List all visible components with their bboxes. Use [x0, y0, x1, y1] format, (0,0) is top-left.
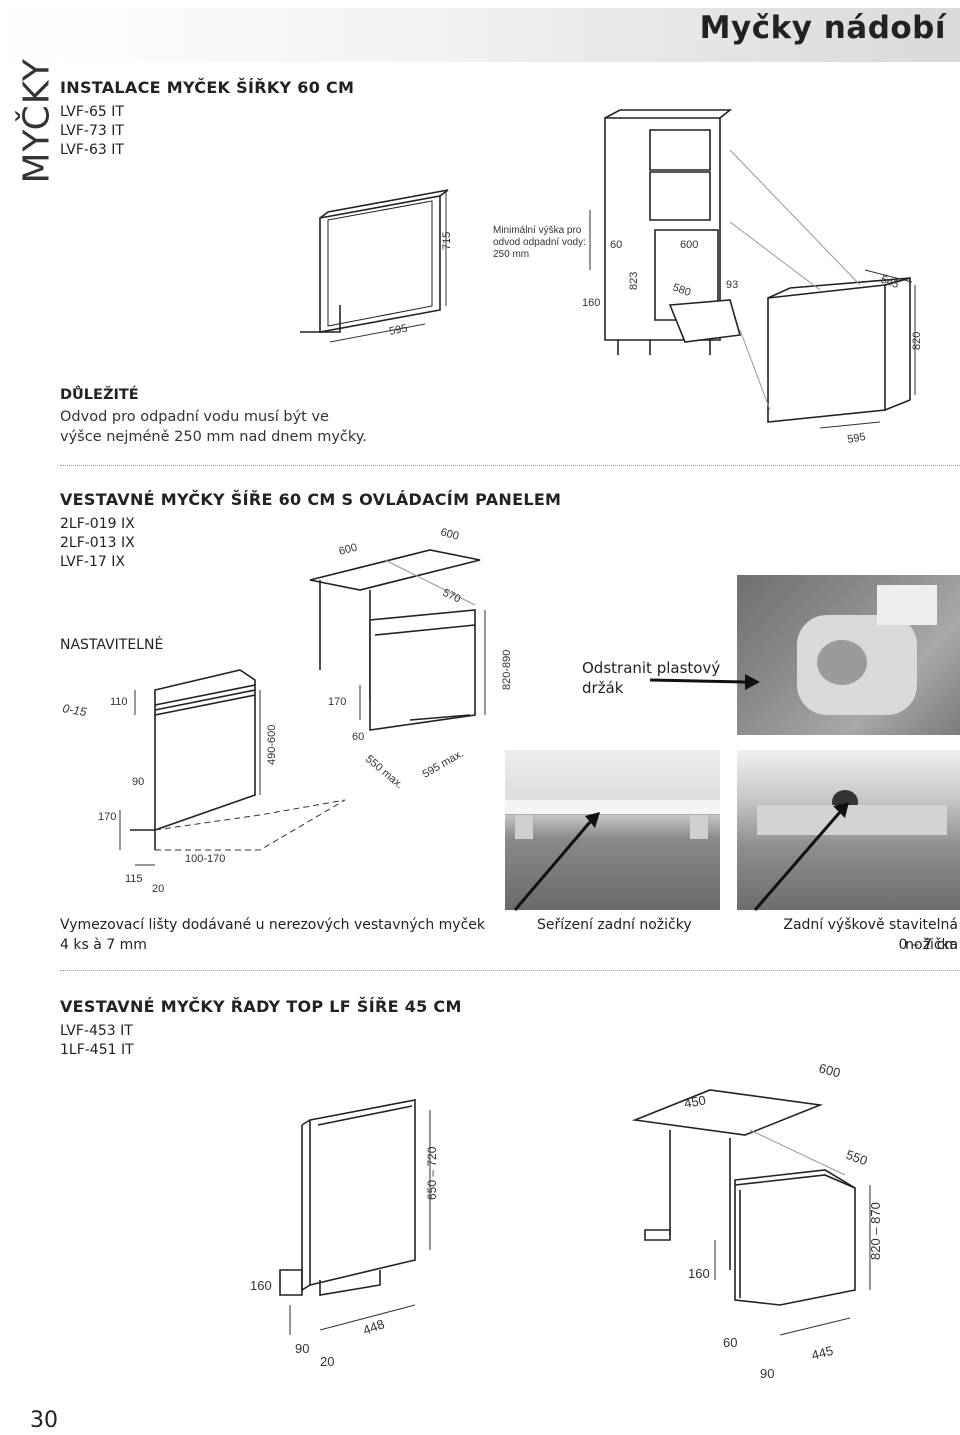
- dim-600: 600: [680, 239, 698, 251]
- dim-160a: 160: [250, 1278, 272, 1293]
- photo-rear-height-foot: [737, 750, 960, 910]
- dim-490-600: 490-600: [266, 725, 278, 765]
- dim-60: 60: [610, 239, 622, 251]
- dim-550: 550: [844, 1147, 870, 1169]
- dim-545: 545: [879, 274, 900, 292]
- built-in-panel-diagram: 600 600 570 170 60 550 max. 595 max. 820…: [309, 526, 513, 791]
- dim-820: 820: [911, 332, 923, 350]
- dim-600a: 600: [338, 542, 359, 558]
- dim-93: 93: [726, 279, 738, 291]
- section1-model-1: LVF-65 IT: [60, 104, 124, 120]
- photo-rear-foot-adjustment: [505, 750, 720, 910]
- rear-height-arrow: [753, 802, 849, 911]
- section1-title: INSTALACE MYČEK ŠÍŘKY 60 CM: [60, 78, 355, 97]
- dim-170a: 170: [98, 811, 116, 823]
- caption-strips-line-2: 4 ks à 7 mm: [60, 937, 147, 953]
- dim-600-s3: 600: [817, 1060, 842, 1080]
- section2-model-3: LVF-17 IX: [60, 554, 125, 570]
- page-number: 30: [30, 1408, 58, 1433]
- dim-600b: 600: [439, 526, 460, 542]
- caption-rear-height-line-1: Zadní výškově stavitelná nožička: [783, 917, 958, 953]
- header-gradient-bar: [0, 8, 960, 62]
- photo-label-line-1: Odstranit plastový: [582, 659, 721, 677]
- dim-820-870: 820 – 870: [868, 1202, 883, 1260]
- dim-20-s3: 20: [320, 1354, 334, 1369]
- section2-model-2: 2LF-013 IX: [60, 535, 135, 551]
- dim-580: 580: [671, 282, 692, 300]
- dim-820-890: 820-890: [501, 650, 513, 690]
- dim-595: 595: [846, 431, 866, 446]
- header-band: Myčky nádobí: [0, 0, 960, 62]
- drain-note-line-3: 250 mm: [493, 249, 529, 260]
- section2-title: VESTAVNÉ MYČKY ŠÍŘE 60 CM S OVLÁDACÍM PA…: [60, 490, 562, 509]
- section3-model-2: 1LF-451 IT: [60, 1042, 134, 1058]
- installation-60cm-diagram: 715 595 Minimální výška pro odvod odpadn…: [300, 109, 923, 446]
- caption-rear-foot: Seřízení zadní nožičky: [537, 917, 692, 933]
- dim-570: 570: [441, 587, 463, 606]
- rear-foot-arrow: [513, 812, 600, 911]
- dim-90b: 90: [760, 1366, 774, 1381]
- side-section-label: MYČKY: [16, 57, 58, 184]
- section1-model-2: LVF-73 IT: [60, 123, 124, 139]
- page-title: Myčky nádobí: [699, 10, 946, 46]
- important-note-line-1: Odvod pro odpadní vodu musí být ve: [60, 409, 329, 425]
- dim-595-max: 595 max.: [421, 748, 466, 781]
- dim-110: 110: [110, 696, 128, 708]
- dim-160: 160: [582, 297, 600, 309]
- top-lf-45-door-diagram: 650 – 720 160 448 90 20: [250, 1099, 439, 1369]
- dim-595-door: 595: [388, 322, 408, 338]
- section-divider-2: [60, 970, 960, 971]
- drain-note-line-1: Minimální výška pro: [493, 225, 582, 236]
- important-note-line-2: výšce nejméně 250 mm nad dnem myčky.: [60, 429, 367, 445]
- top-lf-45-cabinet-diagram: 450 600 550 820 – 870 160 60 90 445: [631, 1060, 883, 1381]
- section3-model-1: LVF-453 IT: [60, 1023, 133, 1039]
- dim-448: 448: [361, 1316, 387, 1338]
- dim-100-170: 100-170: [185, 853, 225, 865]
- drain-note-line-2: odvod odpadní vody:: [493, 237, 586, 248]
- important-note-title: DŮLEŽITÉ: [60, 387, 139, 403]
- dim-20: 20: [152, 883, 164, 895]
- photo-label-line-2: držák: [582, 679, 624, 697]
- dim-170b: 170: [328, 696, 346, 708]
- dim-715: 715: [441, 232, 453, 250]
- section3-title: VESTAVNÉ MYČKY ŘADY TOP LF ŠÍŘE 45 CM: [60, 997, 462, 1016]
- dim-60-s2: 60: [352, 731, 364, 743]
- dim-90: 90: [132, 776, 144, 788]
- photo-label-arrow: [649, 674, 760, 690]
- dim-445: 445: [810, 1343, 835, 1363]
- dim-160b: 160: [688, 1266, 710, 1281]
- dim-0-15: 0-15: [61, 701, 87, 719]
- dim-450: 450: [683, 1092, 707, 1111]
- caption-rear-height-line-2: 0 – 7 cm: [898, 937, 959, 953]
- section2-model-1: 2LF-019 IX: [60, 516, 135, 532]
- section1-model-3: LVF-63 IT: [60, 142, 124, 158]
- dim-90a: 90: [295, 1341, 309, 1356]
- caption-strips-line-1: Vymezovací lišty dodávané u nerezových v…: [60, 917, 486, 933]
- dim-550-max: 550 max.: [363, 753, 405, 791]
- adjustable-label: NASTAVITELNÉ: [60, 637, 164, 653]
- dim-823: 823: [628, 272, 640, 290]
- adjustable-panel-diagram: 0-15 110 90 170 490-600 100-170 115 20: [61, 669, 346, 895]
- dim-60-s3: 60: [723, 1335, 737, 1350]
- section-divider-1: [60, 465, 960, 466]
- photo-plastic-holder: [737, 575, 960, 735]
- dim-115: 115: [125, 873, 143, 885]
- dim-650-720: 650 – 720: [425, 1146, 439, 1200]
